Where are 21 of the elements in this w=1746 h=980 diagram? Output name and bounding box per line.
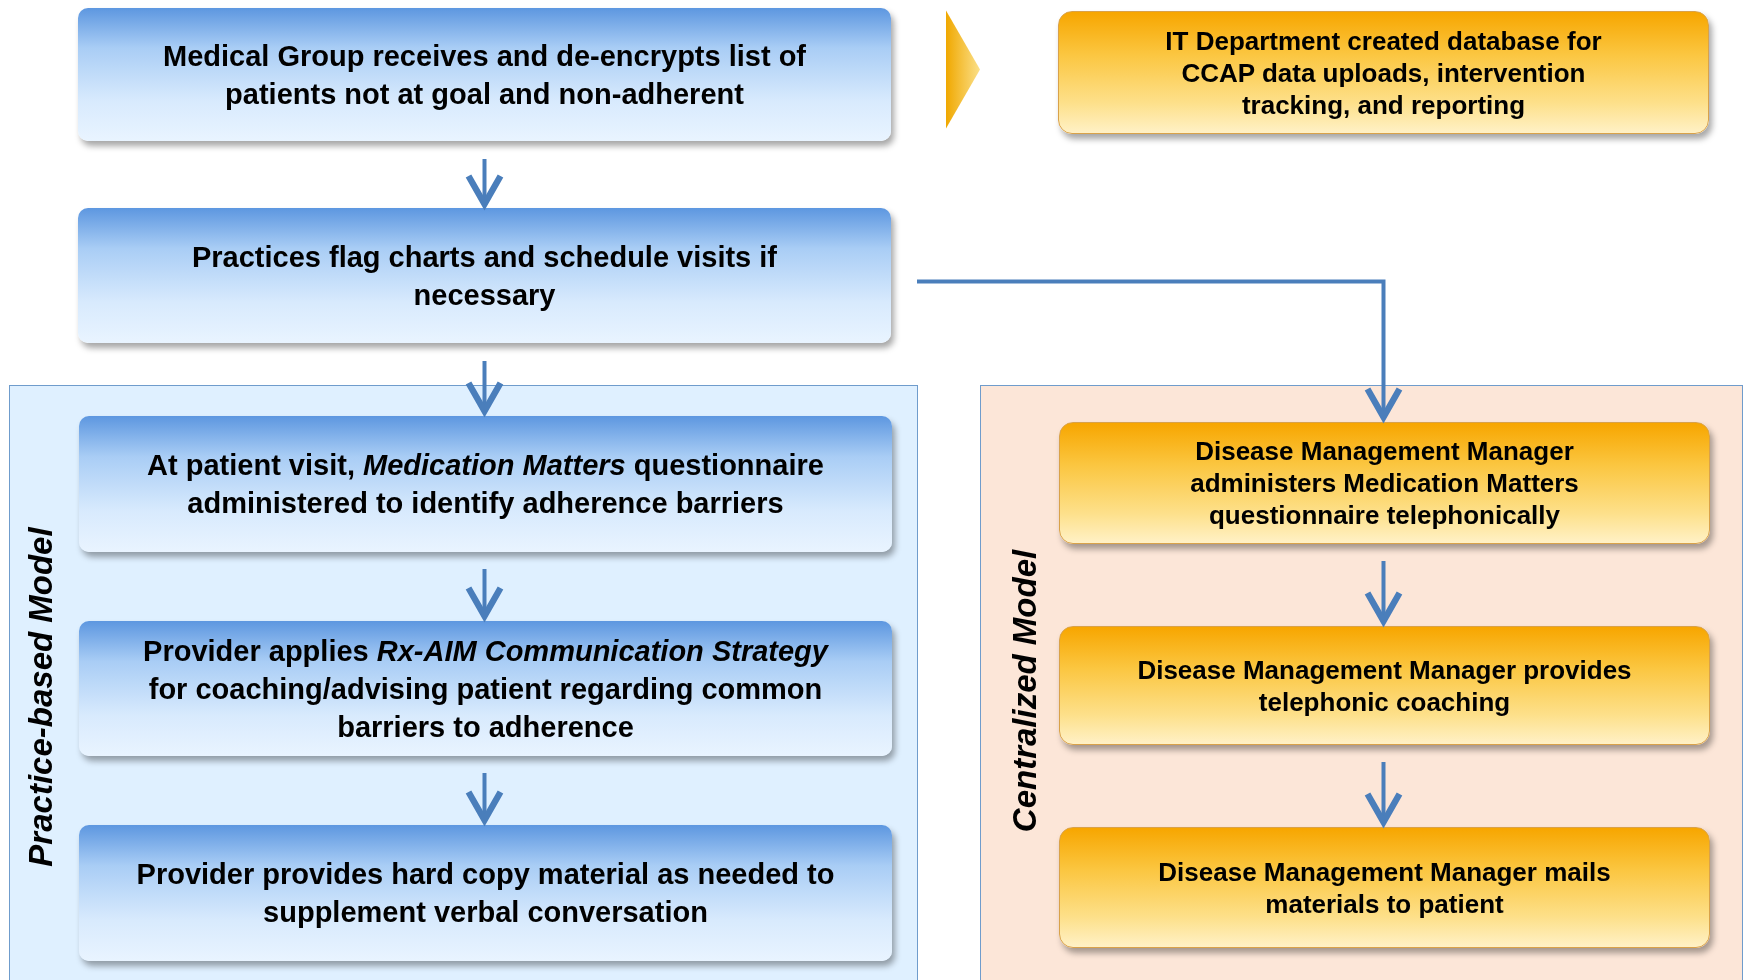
arrow [465, 361, 504, 415]
chevron-arrow [946, 10, 980, 129]
process-box: Medical Group receives and de-encrypts list of patients not at goal and non-adherent [78, 8, 891, 141]
arrow [465, 773, 504, 824]
process-box: Provider provides hard copy material as needed to supplement verbal conversation [79, 825, 892, 961]
panel-title: Practice-based Model [22, 527, 60, 867]
process-box: Disease Management Manager mails materials to patient [1059, 827, 1710, 948]
arrow [1364, 762, 1403, 826]
model-panel [9, 385, 918, 980]
process-box: Disease Management Manager administers Medication Matters questionnaire telephonically [1059, 422, 1710, 544]
arrow [917, 279, 1403, 421]
panel-title: Centralized Model [1006, 549, 1044, 833]
model-panel [980, 385, 1743, 980]
process-box: Practices flag charts and schedule visits if necessary [78, 208, 891, 343]
process-box: At patient visit, Medication Matters questionnaire administered to identify adherence barriers [79, 416, 892, 552]
process-box: Disease Management Manager provides telephonic coaching [1059, 626, 1710, 745]
arrow [1364, 561, 1403, 625]
arrow [465, 569, 504, 620]
arrow [465, 159, 504, 208]
process-box: Provider applies Rx-AIM Communication Strategy for coaching/advising patient regarding common barriers to adherence [79, 621, 892, 756]
process-box: IT Department created database for CCAP data uploads, intervention tracking, and reporting [1058, 11, 1709, 134]
